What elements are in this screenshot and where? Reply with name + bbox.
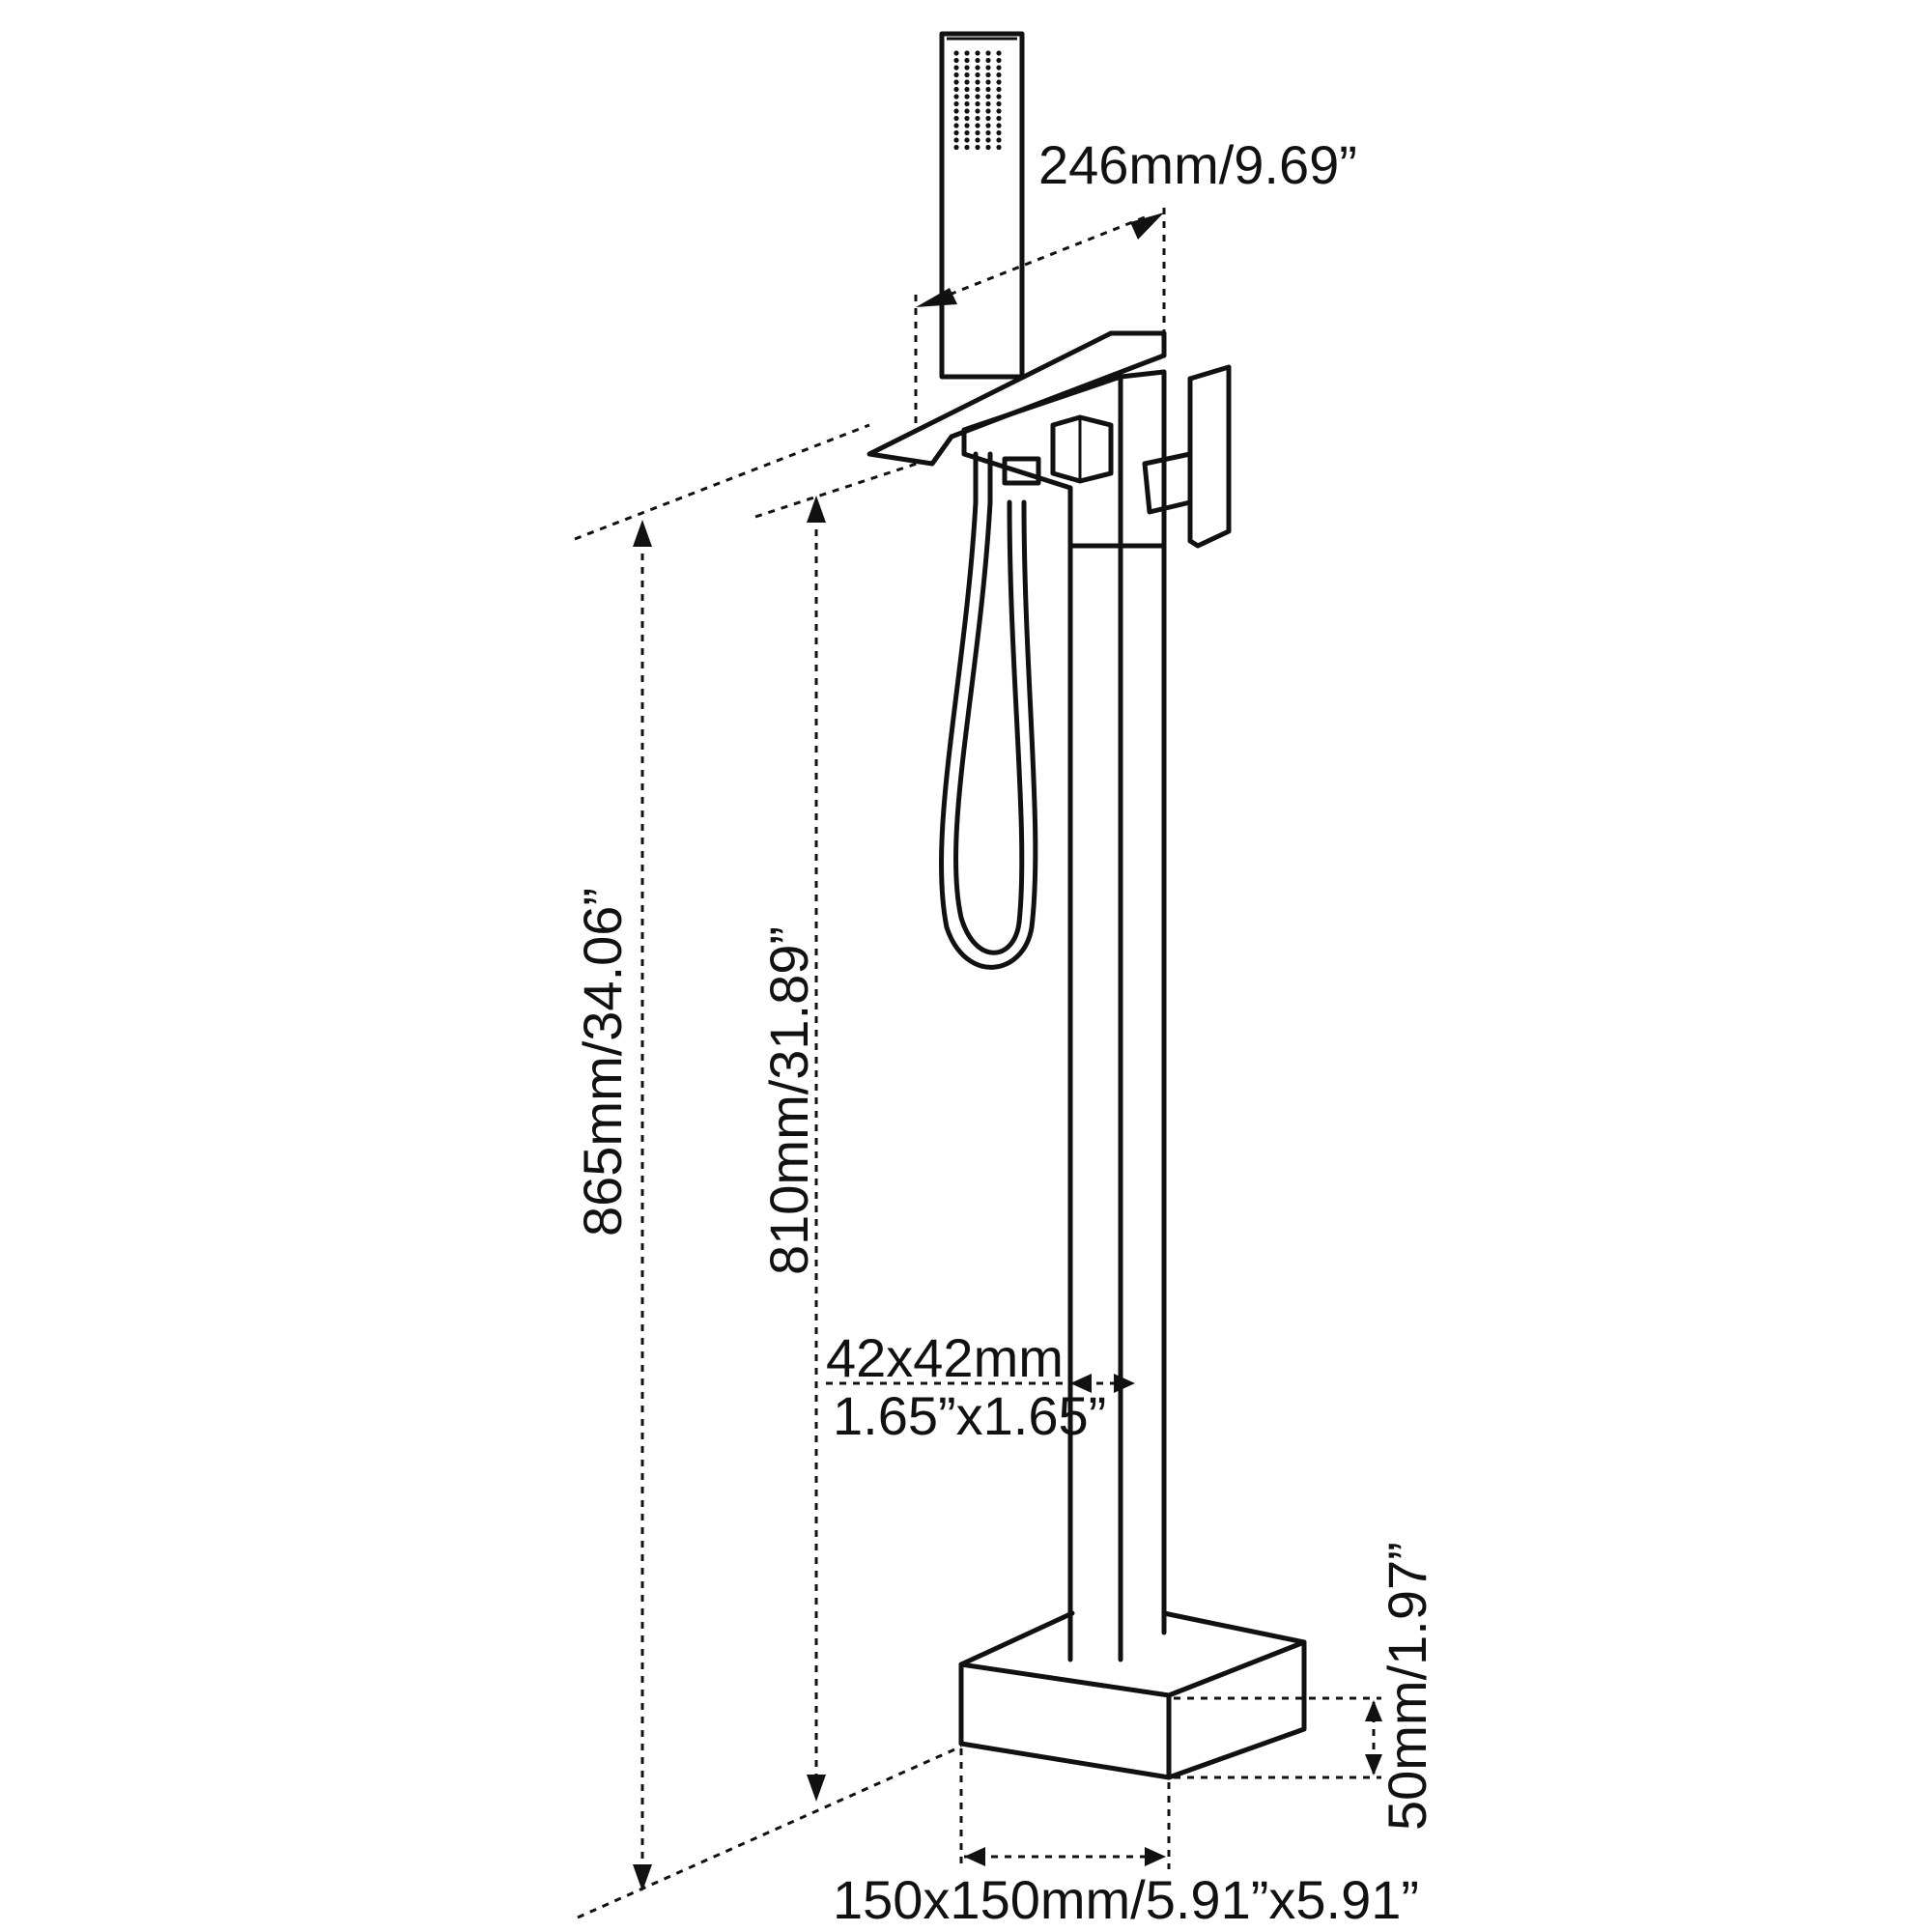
dimension-overall-height: 865mm/34.06” xyxy=(572,423,962,1919)
nozzle-dot xyxy=(996,144,1002,151)
nozzle-dot xyxy=(953,79,959,85)
floor-base xyxy=(958,1610,1307,1780)
nozzle-dot xyxy=(996,123,1002,128)
nozzle-dot xyxy=(985,100,991,107)
nozzle-dot xyxy=(964,65,970,71)
spout-reach-label: 246mm/9.69” xyxy=(1038,134,1357,195)
column-size-in-label: 1.65”x1.65” xyxy=(833,1385,1106,1446)
nozzle-dot xyxy=(985,129,991,136)
nozzle-dot xyxy=(964,100,970,107)
spout-height-label: 810mm/31.89” xyxy=(758,926,819,1275)
nozzle-dot xyxy=(996,79,1002,85)
nozzle-dot xyxy=(964,79,970,85)
nozzle-dot xyxy=(975,108,980,114)
nozzle-dot xyxy=(975,137,980,143)
nozzle-dot xyxy=(953,71,959,78)
nozzle-dot xyxy=(985,65,991,71)
base-height-label: 50mm/1.97” xyxy=(1377,1542,1437,1831)
nozzle-dot xyxy=(996,57,1002,64)
nozzle-dot xyxy=(964,57,970,64)
nozzle-dot xyxy=(975,86,980,93)
nozzle-dot xyxy=(953,108,959,114)
nozzle-dot xyxy=(953,129,959,136)
nozzle-dot xyxy=(996,50,1002,56)
nozzle-dot xyxy=(975,94,980,99)
nozzle-dot xyxy=(975,50,980,56)
diverter-knob xyxy=(1050,414,1114,484)
nozzle-dot xyxy=(975,129,980,136)
nozzle-dot xyxy=(985,50,991,56)
nozzle-dot xyxy=(953,100,959,107)
nozzle-dot xyxy=(975,71,980,78)
nozzle-dot xyxy=(985,79,991,85)
nozzle-dot xyxy=(996,94,1002,99)
nozzle-dot xyxy=(953,137,959,143)
nozzle-dot xyxy=(953,144,959,151)
dimension-base-size: 150x150mm/5.91”x5.91” xyxy=(833,1748,1419,1930)
valve-body xyxy=(961,369,1167,549)
nozzle-dot xyxy=(953,123,959,128)
nozzle-dot xyxy=(985,71,991,78)
base-size-label: 150x150mm/5.91”x5.91” xyxy=(833,1869,1419,1930)
dimension-base-height: 50mm/1.97” xyxy=(1174,1542,1437,1831)
nozzle-dot xyxy=(985,137,991,143)
nozzle-dot xyxy=(964,86,970,93)
faucet-column xyxy=(1067,543,1167,1662)
nozzle-dot xyxy=(996,129,1002,136)
dimension-column-size: 42x42mm 1.65”x1.65” xyxy=(826,1327,1135,1446)
spout xyxy=(867,330,1167,467)
nozzle-dot xyxy=(985,108,991,114)
nozzle-dot xyxy=(985,123,991,128)
nozzle-dot xyxy=(996,86,1002,93)
nozzle-dot xyxy=(964,144,970,151)
dimension-spout-height: 810mm/31.89” xyxy=(754,460,923,1802)
dimension-spout-reach: 246mm/9.69” xyxy=(914,134,1357,425)
nozzle-dot xyxy=(985,57,991,64)
nozzle-dot xyxy=(975,79,980,85)
nozzle-dot xyxy=(975,57,980,64)
column-size-mm-label: 42x42mm xyxy=(826,1327,1064,1388)
nozzle-dot xyxy=(985,144,991,151)
nozzle-dot xyxy=(953,50,959,56)
nozzle-dot xyxy=(996,137,1002,143)
nozzle-dot xyxy=(985,115,991,122)
hose-connector xyxy=(1002,456,1041,486)
shower-hose xyxy=(939,451,1041,970)
nozzle-dot xyxy=(996,108,1002,114)
nozzle-dot xyxy=(953,57,959,64)
nozzle-dot xyxy=(953,86,959,93)
nozzle-dot xyxy=(953,65,959,71)
nozzle-dot xyxy=(953,115,959,122)
lever-handle xyxy=(1142,364,1232,549)
nozzle-dot xyxy=(953,94,959,99)
nozzle-dot xyxy=(964,129,970,136)
nozzle-dot xyxy=(975,65,980,71)
overall-height-label: 865mm/34.06” xyxy=(572,888,633,1236)
nozzle-dot xyxy=(964,94,970,99)
nozzle-dot xyxy=(975,144,980,151)
nozzle-dot xyxy=(975,123,980,128)
nozzle-dot xyxy=(964,108,970,114)
nozzle-dot xyxy=(964,71,970,78)
nozzle-dot xyxy=(996,100,1002,107)
nozzle-dot xyxy=(975,115,980,122)
nozzle-dot xyxy=(975,100,980,107)
nozzle-dot xyxy=(985,94,991,99)
nozzle-dot xyxy=(964,50,970,56)
nozzle-dot xyxy=(964,123,970,128)
shower-nozzles xyxy=(953,50,1002,151)
nozzle-dot xyxy=(996,65,1002,71)
nozzle-dot xyxy=(996,71,1002,78)
nozzle-dot xyxy=(996,115,1002,122)
nozzle-dot xyxy=(964,137,970,143)
nozzle-dot xyxy=(964,115,970,122)
nozzle-dot xyxy=(985,86,991,93)
hand-shower xyxy=(939,31,1025,380)
